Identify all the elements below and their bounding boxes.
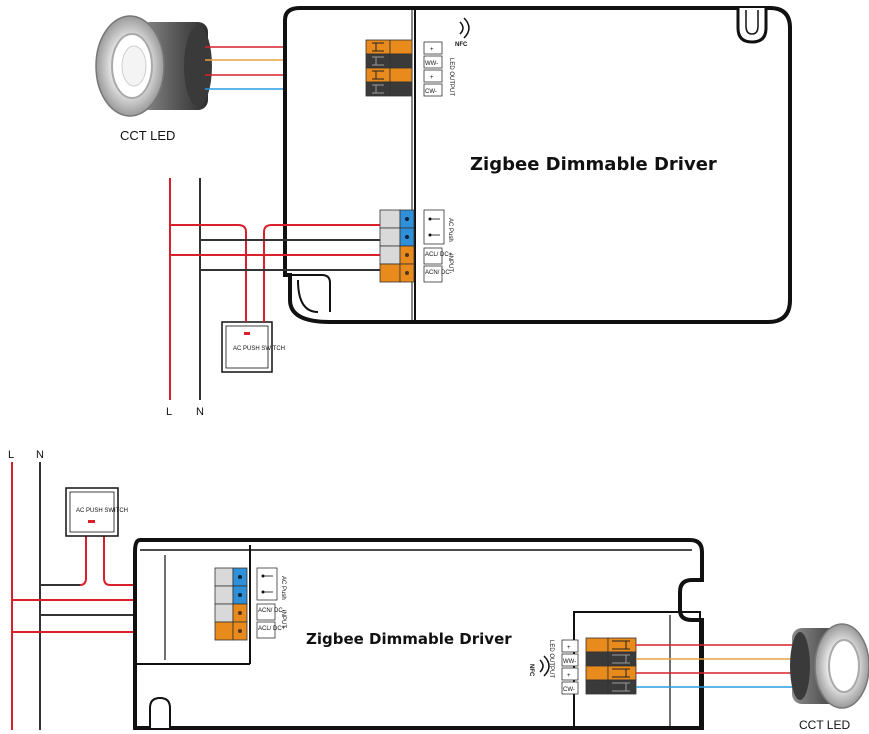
top-neutral-label: N bbox=[196, 406, 204, 418]
bottom-out-term-2: WW- bbox=[563, 659, 576, 665]
top-out-term-1: + bbox=[430, 47, 434, 53]
top-output-labels: + WW- + CW- LED OUTPUT bbox=[423, 41, 454, 97]
bottom-ac-push-label: AC Push bbox=[280, 576, 286, 600]
bottom-out-term-4: CW- bbox=[563, 687, 575, 693]
top-mains-wires bbox=[169, 178, 380, 400]
top-out-term-2: WW- bbox=[425, 61, 438, 67]
top-ac-push-labels: AC Push ACL/ DC+ ACN/ DC- INPUT bbox=[423, 209, 453, 283]
top-switch-label: AC PUSH SWITCH bbox=[233, 346, 285, 352]
bottom-out-term-3: + bbox=[567, 673, 571, 679]
bottom-cct-led-label: CCT LED bbox=[799, 718, 850, 732]
bottom-out-term-1: + bbox=[567, 645, 571, 651]
top-in-term-2: ACN/ DC- bbox=[425, 270, 452, 276]
top-ac-push-label: AC Push bbox=[447, 218, 453, 242]
top-input-group-label: INPUT bbox=[447, 254, 453, 272]
top-cct-led-label: CCT LED bbox=[120, 128, 175, 143]
top-cct-led-icon bbox=[95, 15, 212, 117]
top-out-term-4: CW- bbox=[425, 89, 437, 95]
bottom-in-term-1: ACN/ DC- bbox=[258, 608, 285, 614]
bottom-in-term-2: ACL/ DC+ bbox=[258, 626, 286, 632]
top-nfc-icon bbox=[459, 17, 470, 39]
bottom-output-terminal-block bbox=[585, 637, 637, 695]
top-output-terminal-block bbox=[365, 39, 413, 97]
bottom-ac-push-switch: AC PUSH SWITCH bbox=[65, 487, 128, 537]
bottom-neutral-label: N bbox=[36, 449, 44, 461]
bottom-output-group-label: LED OUTPUT bbox=[548, 640, 554, 678]
top-ac-push-switch: AC PUSH SWITCH bbox=[221, 310, 285, 373]
bottom-cct-led-icon bbox=[790, 623, 869, 709]
top-nfc-label: NFC bbox=[455, 42, 468, 48]
top-driver-title: Zigbee Dimmable Driver bbox=[470, 154, 717, 175]
bottom-line-label: L bbox=[8, 449, 14, 461]
top-input-terminal-block bbox=[379, 209, 415, 283]
bottom-led-wires bbox=[636, 644, 800, 688]
bottom-input-group-label: INPUT bbox=[280, 610, 286, 628]
bottom-ac-push-labels: AC Push ACN/ DC- ACL/ DC+ INPUT bbox=[256, 567, 286, 639]
bottom-nfc-icon bbox=[539, 655, 550, 677]
bottom-input-terminal-block bbox=[214, 567, 248, 641]
top-out-term-3: + bbox=[430, 75, 434, 81]
bottom-driver-title: Zigbee Dimmable Driver bbox=[306, 630, 512, 648]
top-output-group-label: LED OUTPUT bbox=[448, 58, 454, 96]
bottom-nfc-label: NFC bbox=[528, 664, 534, 677]
top-in-term-1: ACL/ DC+ bbox=[425, 252, 453, 258]
bottom-diagram: L N AC PUSH SWITCH bbox=[8, 449, 869, 732]
bottom-switch-label: AC PUSH SWITCH bbox=[76, 508, 128, 514]
top-line-label: L bbox=[166, 406, 172, 418]
bottom-output-labels: LED OUTPUT + WW- + CW- bbox=[548, 639, 579, 695]
top-diagram: CCT LED bbox=[95, 6, 792, 418]
